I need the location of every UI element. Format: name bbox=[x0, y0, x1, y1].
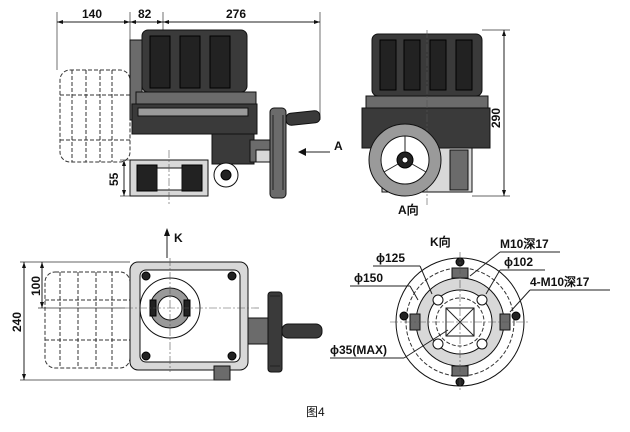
callout-d150: ϕ150 bbox=[350, 271, 419, 301]
dim-240-group: 240 bbox=[10, 261, 230, 381]
callout-d102-text: ϕ102 bbox=[504, 255, 533, 269]
front-top-dimensions: 140 82 276 bbox=[56, 7, 321, 120]
dim-276: 276 bbox=[226, 7, 246, 21]
dim-240: 240 bbox=[10, 312, 24, 332]
callout-d125-text: ϕ125 bbox=[376, 251, 405, 265]
view-label-k-direction: K向 bbox=[430, 234, 451, 249]
handwheel-front[interactable] bbox=[255, 107, 321, 199]
output-flange-section bbox=[129, 150, 209, 205]
callout-4-m10-text: 4-M10深17 bbox=[530, 274, 590, 289]
view-label-a-direction: A向 bbox=[398, 202, 419, 217]
callout-d102: ϕ102 bbox=[485, 255, 545, 295]
dim-290-group: 290 bbox=[472, 29, 510, 197]
callout-4-m10: 4-M10深17 bbox=[509, 274, 610, 313]
callout-d35-max: ϕ35(MAX) bbox=[330, 329, 449, 359]
actuator-body-front bbox=[129, 29, 271, 188]
arrow-label-a: A bbox=[334, 139, 343, 153]
handwheel-top[interactable] bbox=[247, 291, 323, 373]
flange-view-k: K向 M10深17 ϕ bbox=[330, 234, 610, 392]
view-arrow-a: A bbox=[298, 139, 343, 156]
dim-55: 55 bbox=[107, 172, 121, 186]
side-view: 290 A向 bbox=[361, 29, 510, 217]
actuator-body-top bbox=[125, 258, 260, 381]
dim-55-group: 55 bbox=[107, 159, 130, 197]
top-view: K bbox=[10, 228, 323, 381]
callout-d35-text: ϕ35(MAX) bbox=[330, 343, 387, 357]
callout-m10-text: M10深17 bbox=[500, 236, 549, 251]
callout-d125: ϕ125 bbox=[373, 251, 433, 295]
handwheel-side[interactable] bbox=[368, 123, 442, 197]
motor-dashed-outline-top bbox=[44, 271, 131, 369]
dim-140: 140 bbox=[82, 7, 102, 21]
motor-dashed-outline bbox=[59, 69, 131, 163]
callout-d150-text: ϕ150 bbox=[354, 271, 383, 285]
callout-m10: M10深17 bbox=[469, 236, 560, 277]
dim-100-group: 100 bbox=[29, 261, 130, 309]
front-view: 140 82 276 bbox=[56, 7, 343, 205]
dim-100: 100 bbox=[29, 276, 43, 296]
dim-82: 82 bbox=[138, 7, 152, 21]
dim-290: 290 bbox=[489, 108, 503, 128]
arrow-label-k: K bbox=[174, 231, 183, 245]
figure-caption: 图4 bbox=[306, 405, 325, 419]
view-arrow-k: K bbox=[164, 228, 183, 258]
